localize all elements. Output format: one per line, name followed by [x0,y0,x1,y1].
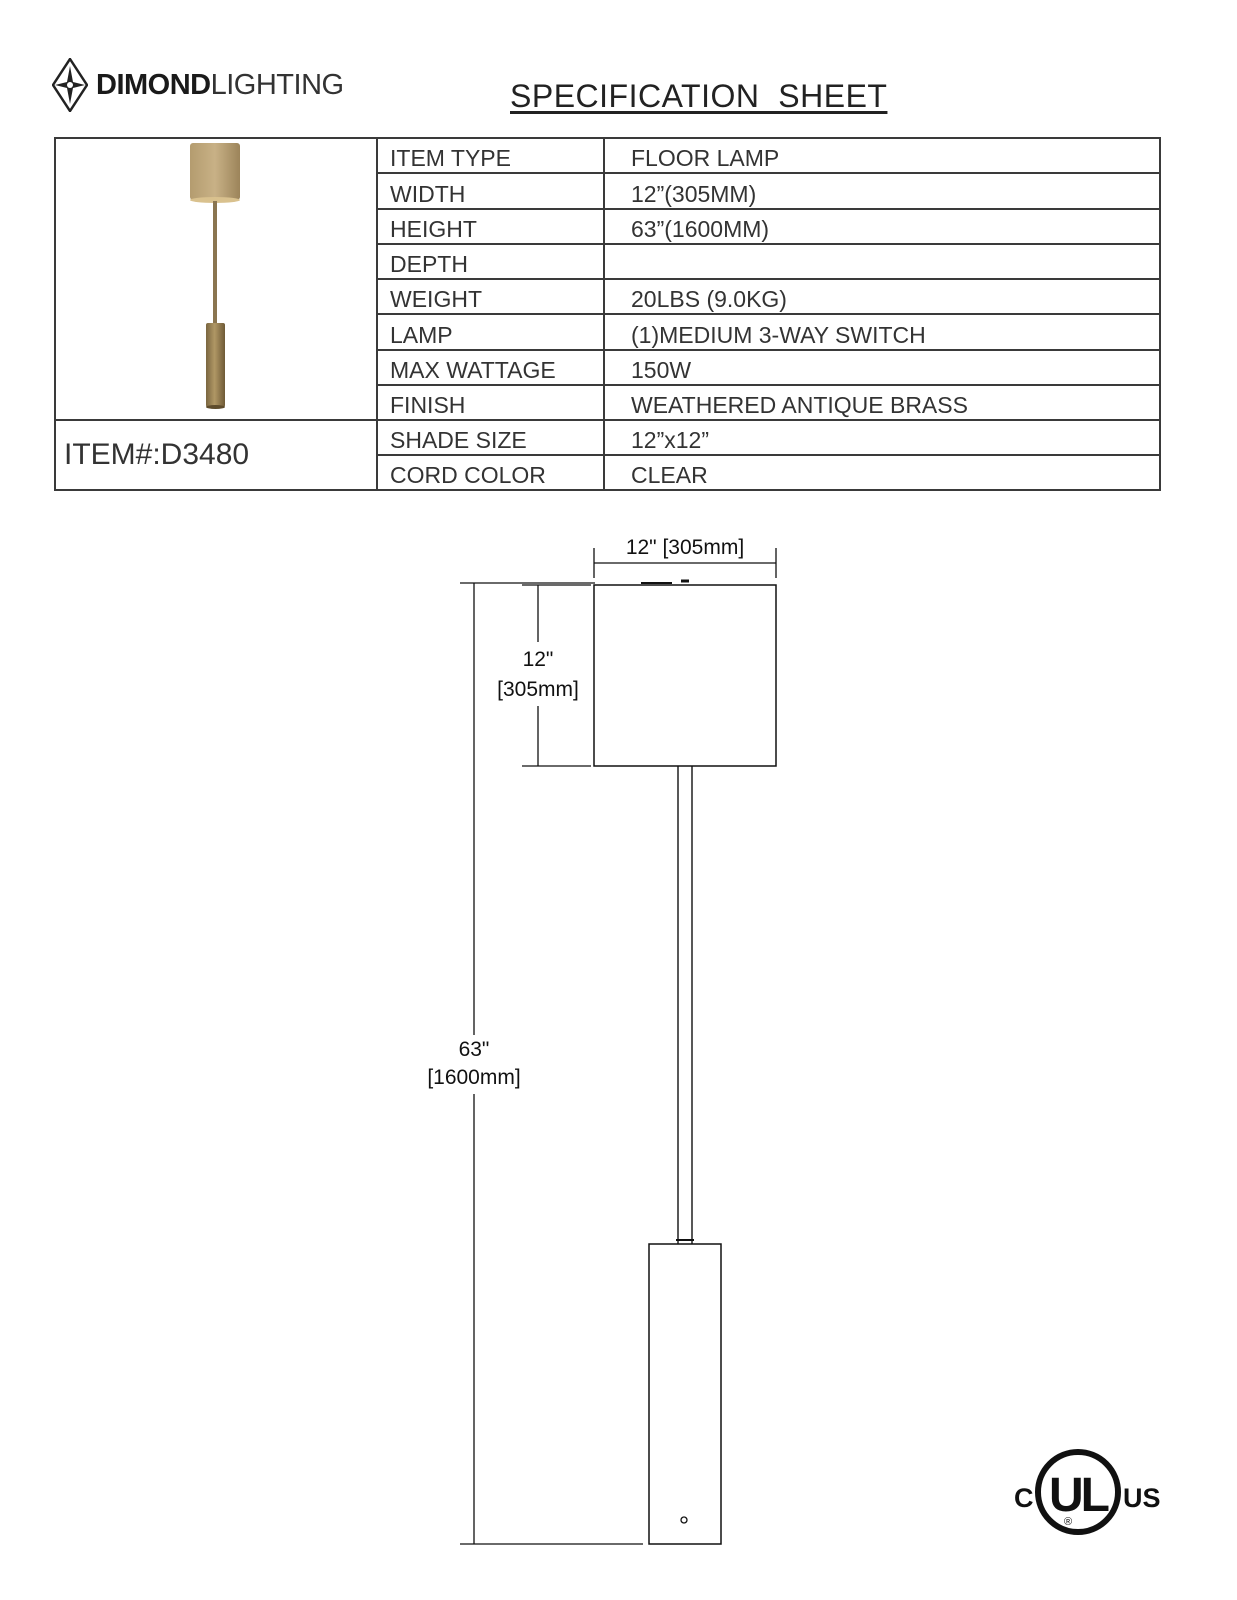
shade-height-label-in: 12" [523,648,554,671]
brand-logo: DIMONDLIGHTING [52,58,344,112]
table-row: CORD COLOR CLEAR [55,454,1161,491]
product-photo [190,143,240,409]
spec-value: 12”x12” [603,419,1161,456]
table-row: FINISH WEATHERED ANTIQUE BRASS [55,383,1161,422]
ul-letters: UL [1049,1469,1109,1522]
base-switch [680,1516,688,1524]
brand-name-bold: DIMOND [96,68,211,101]
width-dimension-label: 12" [305mm] [626,536,744,559]
total-height-label-in: 63" [459,1038,490,1061]
table-row: ITEM#:D3480 SHADE SIZE 12”x12” [54,419,1161,491]
spec-value: (1)MEDIUM 3-WAY SWITCH [603,313,1161,351]
spec-value: 20LBS (9.0KG) [603,277,1161,316]
spec-label: MAX WATTAGE [376,348,605,386]
ul-certification-icon: C UL ® US [1014,1449,1161,1535]
spec-label: LAMP [376,313,605,351]
ul-circle [1035,1449,1121,1535]
spec-value: WEATHERED ANTIQUE BRASS [603,383,1161,422]
spec-label: CORD COLOR [376,454,605,491]
table-row: WIDTH 12”(305MM) [55,172,1161,210]
diamond-star-logo-icon [52,58,88,112]
product-image-cell [54,137,378,421]
table-row: ITEM TYPE FLOOR LAMP [54,136,1161,421]
brand-name-light: LIGHTING [210,68,344,101]
spec-value: 63”(1600MM) [603,207,1161,245]
table-row: DEPTH [55,242,1161,281]
spec-label: HEIGHT [376,207,605,245]
spec-value: CLEAR [603,454,1161,491]
spec-label: WEIGHT [376,277,605,316]
brand-name: DIMONDLIGHTING [96,69,344,102]
spec-table: ITEM TYPE FLOOR LAMP WIDTH 12”(305MM) HE… [54,136,1161,491]
base-outline [648,1243,722,1545]
spec-value: 12”(305MM) [603,172,1161,210]
table-row: MAX WATTAGE 150W [55,348,1161,386]
spec-value [603,242,1161,281]
spec-label: SHADE SIZE [376,419,605,456]
spec-label: ITEM TYPE [376,136,605,175]
ul-c-mark: C [1014,1483,1034,1513]
spec-label: FINISH [376,383,605,422]
shade-outline [593,584,777,767]
table-row: WEIGHT 20LBS (9.0KG) [55,277,1161,316]
spec-label: WIDTH [376,172,605,210]
table-row: LAMP (1)MEDIUM 3-WAY SWITCH [55,313,1161,351]
item-number: ITEM#:D3480 [54,419,378,491]
spec-label: DEPTH [376,242,605,281]
ul-us-mark: US [1123,1483,1161,1513]
shade-height-label-mm: [305mm] [497,678,579,701]
table-row: HEIGHT 63”(1600MM) [55,207,1161,245]
page-title: SPECIFICATION SHEET [510,78,888,114]
total-height-label-mm: [1600mm] [427,1066,520,1089]
spec-value: FLOOR LAMP [603,136,1161,175]
spec-value: 150W [603,348,1161,386]
ul-registered-mark: ® [1064,1516,1072,1528]
